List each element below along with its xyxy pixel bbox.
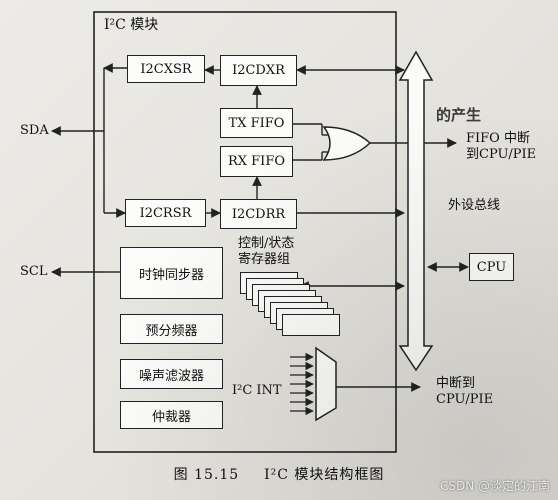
i2c-int-label: I²C INT (232, 383, 282, 398)
control-status-line2: 寄存器组 (238, 252, 291, 267)
control-status-line1: 控制/状态 (238, 236, 295, 251)
i2cxsr-label: I2CXSR (140, 61, 192, 77)
figure-number: 图 15.15 (173, 467, 240, 483)
peripheral-bus-label: 外设总线 (448, 198, 501, 213)
peripheral-bus-arrow (398, 50, 434, 372)
i2cdxr-label: I2CDXR (232, 63, 285, 78)
interrupt-line2: CPU/PIE (436, 392, 494, 407)
fifo-interrupt-label: FIFO 中断 到CPU/PIE (466, 131, 536, 163)
figure-caption: 图 15.15 I²C 模块结构框图 (0, 464, 558, 484)
or-gate (322, 126, 372, 161)
page-heading-fragment: 的产生 (436, 106, 482, 124)
register-page (282, 314, 340, 336)
clock-sync-block: 时钟同步器 (120, 247, 223, 299)
tx-fifo-label: TX FIFO (228, 115, 285, 131)
scl-pin-label: SCL (20, 264, 48, 279)
noise-filter-label: 噪声滤波器 (138, 368, 204, 384)
sda-pin-label: SDA (20, 123, 49, 138)
prescaler-block: 预分频器 (120, 314, 223, 344)
csdn-watermark: CSDN @淡定的江南 (439, 479, 550, 493)
interrupt-to-cpu-label: 中断到 CPU/PIE (436, 376, 493, 408)
fifo-interrupt-line1: FIFO 中断 (466, 131, 530, 146)
rx-fifo-label: RX FIFO (227, 154, 285, 169)
noise-filter-block: 噪声滤波器 (120, 359, 223, 389)
i2cdrr-label: I2CDRR (231, 206, 286, 222)
clock-sync-label: 时钟同步器 (138, 267, 204, 283)
rx-fifo-block: RX FIFO (220, 146, 293, 177)
i2cdrr-block: I2CDRR (220, 199, 297, 229)
i2cxsr-block: I2CXSR (127, 55, 205, 83)
i2cdxr-block: I2CDXR (220, 55, 297, 86)
control-status-label: 控制/状态 寄存器组 (238, 236, 294, 268)
i2crsr-block: I2CRSR (125, 199, 206, 227)
interrupt-mux (315, 346, 337, 422)
interrupt-line1: 中断到 (436, 376, 476, 391)
arbiter-label: 仲裁器 (151, 409, 191, 425)
arbiter-block: 仲裁器 (120, 401, 223, 429)
cpu-label: CPU (476, 259, 507, 275)
tx-fifo-block: TX FIFO (220, 108, 293, 138)
cpu-block: CPU (469, 253, 514, 281)
figure-title: I²C 模块结构框图 (264, 467, 385, 483)
prescaler-label: 预分频器 (145, 323, 198, 339)
module-title: I²C 模块 (104, 17, 159, 33)
fifo-interrupt-line2: 到CPU/PIE (466, 147, 537, 162)
i2crsr-label: I2CRSR (139, 205, 192, 221)
